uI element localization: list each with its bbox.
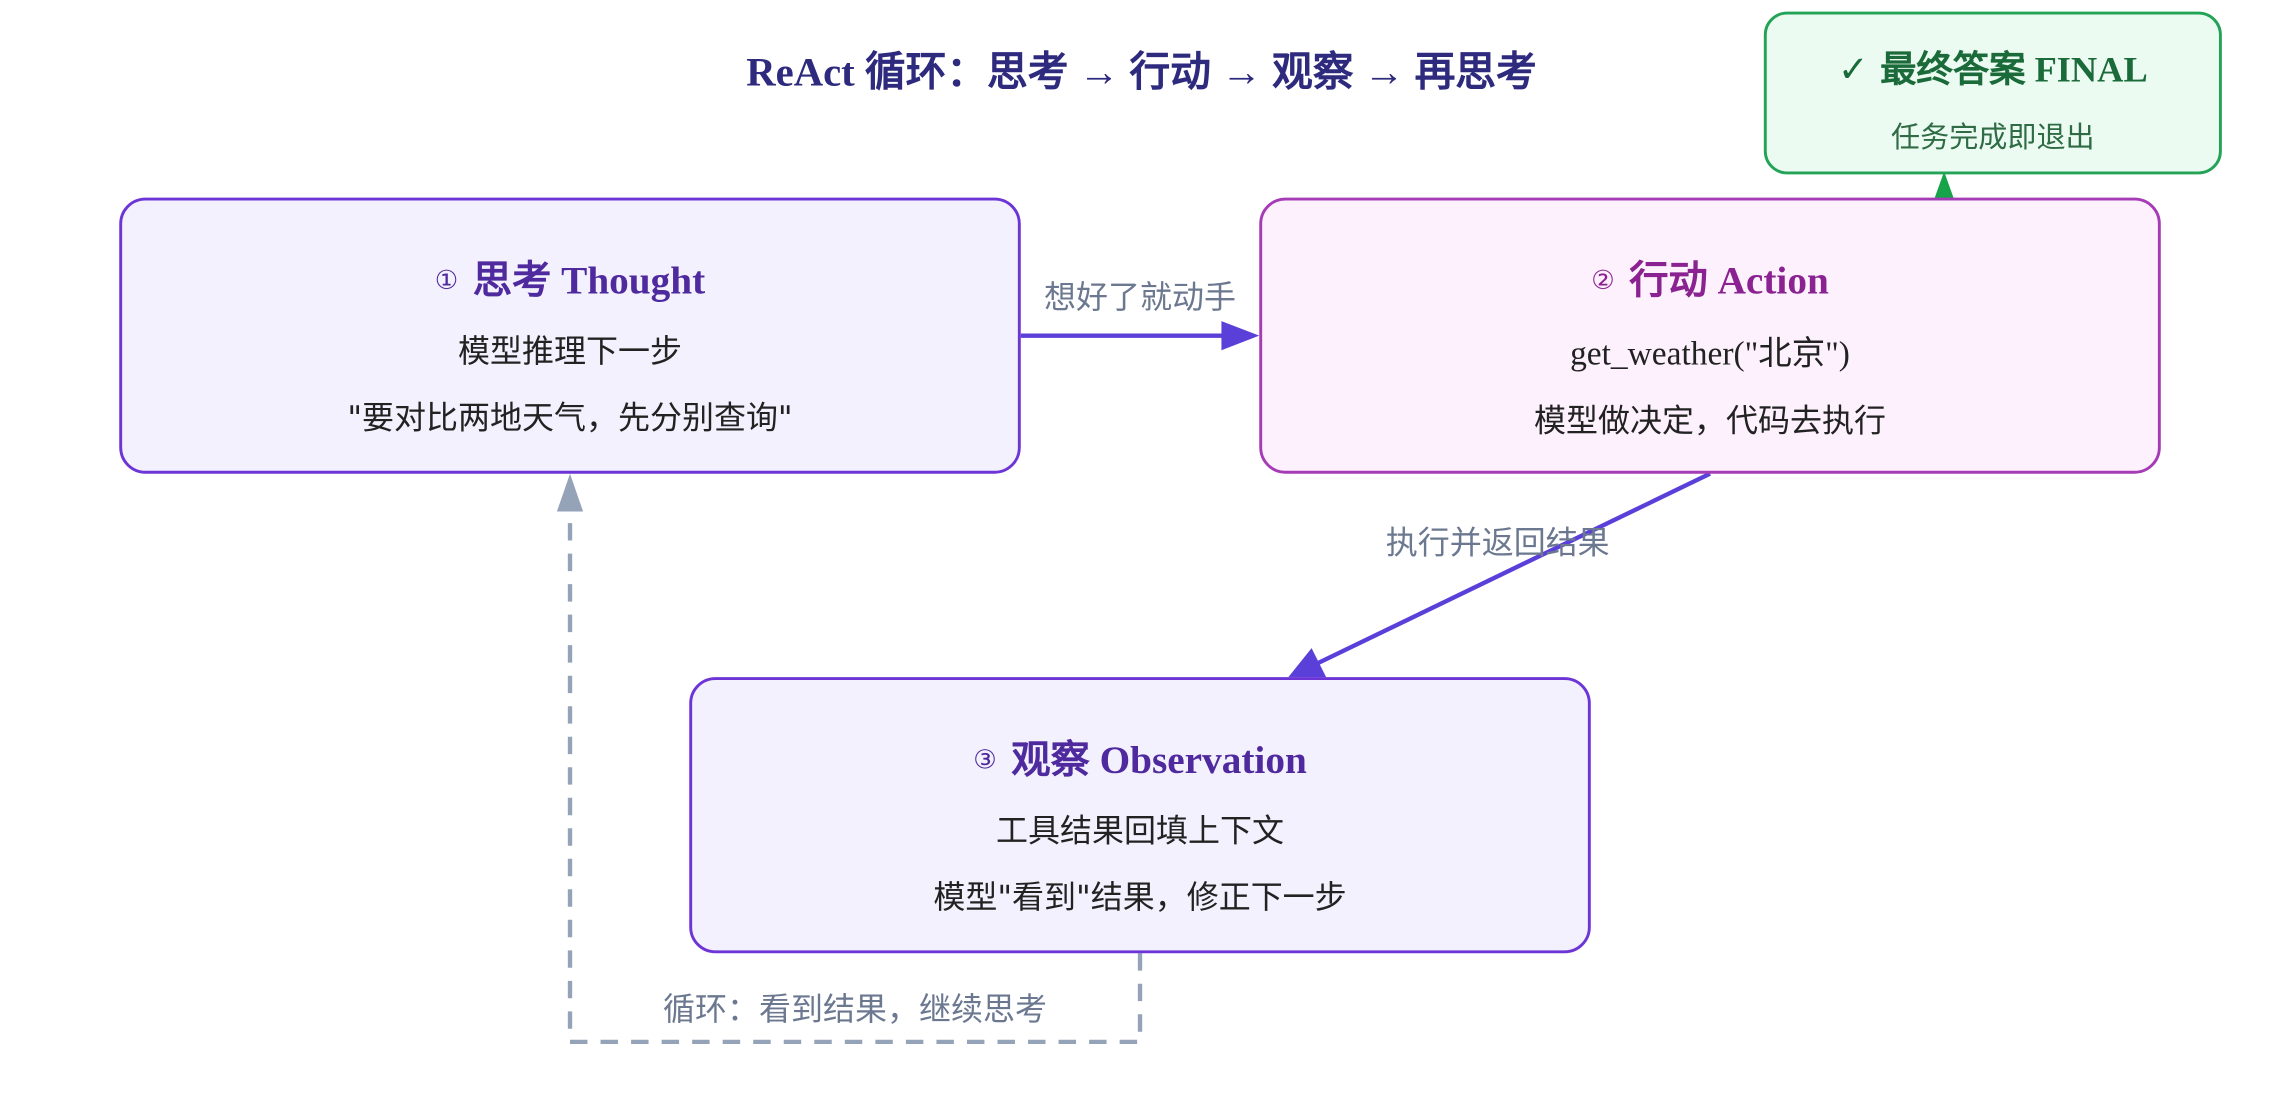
node-thought-line1: 模型推理下一步 xyxy=(458,334,682,371)
arrow-observation-to-thought xyxy=(567,508,1143,1045)
edge-label-action-to-observation: 执行并返回结果 xyxy=(1385,526,1610,563)
node-thought-number: ① xyxy=(434,265,459,297)
node-action-number: ② xyxy=(1591,265,1615,297)
node-observation: ③ 观察 Observation 工具结果回填上下文 模型"看到"结果，修正下一步 xyxy=(689,677,1591,954)
node-action: ② 行动 Action get_weather("北京") 模型做决定，代码去执行 xyxy=(1259,197,2161,474)
arrowhead-observation-to-thought xyxy=(556,473,584,512)
node-thought-title: 思考 Thought xyxy=(472,258,706,303)
diagram-title: ReAct 循环：思考 → 行动 → 观察 → 再思考 xyxy=(746,50,1537,96)
node-observation-line2: 模型"看到"结果，修正下一步 xyxy=(933,880,1347,917)
node-final-heading: ✓ 最终答案 FINAL xyxy=(1767,41,2219,93)
node-thought-line2: "要对比两地天气，先分别查询" xyxy=(347,401,793,438)
node-final: ✓ 最终答案 FINAL 任务完成即退出 xyxy=(1763,11,2222,175)
node-observation-number: ③ xyxy=(973,745,997,776)
node-action-line1: get_weather("北京") xyxy=(1570,335,1850,372)
arrowhead-thought-to-action xyxy=(1221,321,1260,351)
node-thought: ① 思考 Thought 模型推理下一步 "要对比两地天气，先分别查询" xyxy=(119,197,1021,474)
arrow-action-to-observation xyxy=(1315,471,1711,667)
node-action-title: 行动 Action xyxy=(1629,258,1829,303)
node-final-subtitle: 任务完成即退出 xyxy=(1891,119,2095,155)
node-observation-heading: ③ 观察 Observation xyxy=(692,728,1588,785)
node-action-heading: ② 行动 Action xyxy=(1262,248,2158,305)
node-observation-line1: 工具结果回填上下文 xyxy=(996,813,1284,851)
edge-label-observation-to-thought: 循环：看到结果，继续思考 xyxy=(663,992,1047,1029)
node-thought-heading: ① 思考 Thought xyxy=(122,248,1018,305)
check-icon: ✓ xyxy=(1837,47,1869,91)
node-action-line2: 模型做决定，代码去执行 xyxy=(1534,403,1886,441)
node-final-title: 最终答案 FINAL xyxy=(1880,50,2148,91)
arrowhead-action-to-observation xyxy=(1288,648,1327,678)
node-observation-title: 观察 Observation xyxy=(1011,738,1307,782)
edge-label-thought-to-action: 想好了就动手 xyxy=(1044,280,1236,317)
